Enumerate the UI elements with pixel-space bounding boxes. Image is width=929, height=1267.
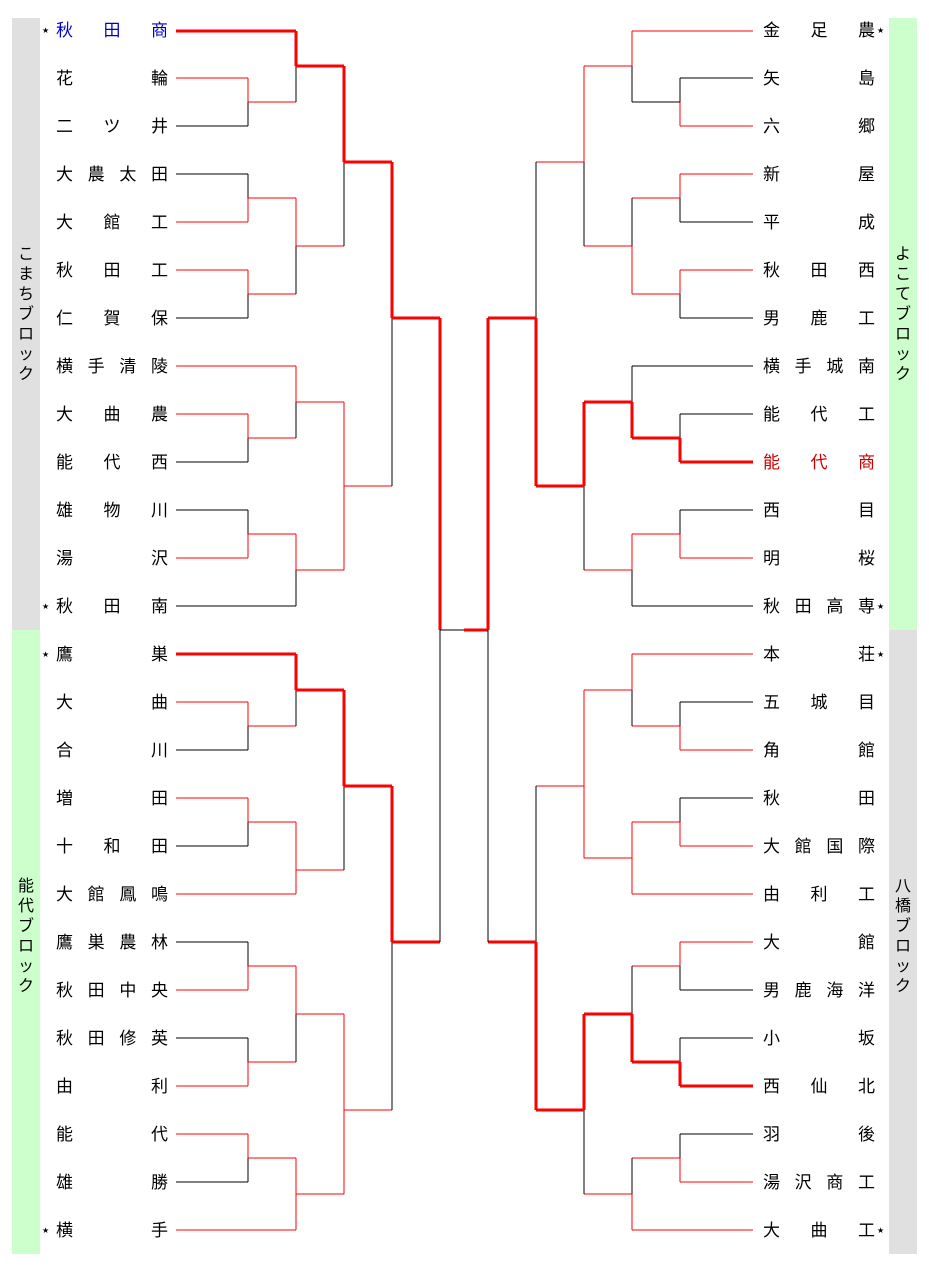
team-left: 湯沢 bbox=[56, 549, 168, 569]
team-left: 大館工 bbox=[56, 213, 168, 233]
team-right: 由利工 bbox=[763, 885, 875, 905]
team-left: 大曲 bbox=[56, 693, 168, 713]
team-left: 秋田修英 bbox=[56, 1029, 168, 1049]
team-right: 男鹿海洋 bbox=[763, 981, 875, 1001]
noshiro-block-band bbox=[12, 630, 40, 1254]
team-left: 鷹巣農林 bbox=[56, 933, 168, 953]
team-left: 大農太田 bbox=[56, 165, 168, 185]
team-left: 秋田工 bbox=[56, 261, 168, 281]
team-right: 本荘 bbox=[763, 645, 875, 665]
team-right: 五城目 bbox=[763, 693, 875, 713]
seed-star-icon: ★ bbox=[877, 602, 885, 611]
team-right: 大曲工 bbox=[763, 1221, 875, 1241]
seed-star-icon: ★ bbox=[42, 26, 50, 35]
yabase-block-band bbox=[889, 630, 917, 1254]
team-right: 大館国際 bbox=[763, 837, 875, 857]
team-right: 金足農 bbox=[763, 21, 875, 41]
team-left: 鷹巣 bbox=[56, 645, 168, 665]
team-left: 大館鳳鳴 bbox=[56, 885, 168, 905]
team-right: 能代商 bbox=[763, 453, 875, 473]
team-left: 合川 bbox=[56, 741, 168, 761]
seed-star-icon: ★ bbox=[42, 602, 50, 611]
team-left: 大曲農 bbox=[56, 405, 168, 425]
team-right: 角館 bbox=[763, 741, 875, 761]
block-label-komachi: こまちブロック bbox=[17, 244, 34, 383]
seed-star-icon: ★ bbox=[877, 650, 885, 659]
team-right: 湯沢商工 bbox=[763, 1173, 875, 1193]
seed-star-icon: ★ bbox=[42, 650, 50, 659]
team-right: 秋田高専 bbox=[763, 597, 875, 617]
team-right: 横手城南 bbox=[763, 357, 875, 377]
team-right: 小坂 bbox=[763, 1029, 875, 1049]
team-left: 横手 bbox=[56, 1221, 168, 1241]
team-left: 十和田 bbox=[56, 837, 168, 857]
team-right: 矢島 bbox=[763, 69, 875, 89]
block-label-noshiro: 能代ブロック bbox=[17, 876, 34, 995]
team-right: 新屋 bbox=[763, 165, 875, 185]
team-left: 秋田南 bbox=[56, 597, 168, 617]
team-left: 能代 bbox=[56, 1125, 168, 1145]
seed-star-icon: ★ bbox=[42, 1226, 50, 1235]
team-left: 横手清陵 bbox=[56, 357, 168, 377]
team-right: 羽後 bbox=[763, 1125, 875, 1145]
team-right: 能代工 bbox=[763, 405, 875, 425]
team-left: 雄勝 bbox=[56, 1173, 168, 1193]
team-right: 六郷 bbox=[763, 117, 875, 137]
team-left: 二ツ井 bbox=[56, 117, 168, 137]
team-right: 秋田西 bbox=[763, 261, 875, 281]
team-left: 秋田商 bbox=[56, 21, 168, 41]
team-right: 大館 bbox=[763, 933, 875, 953]
team-right: 西目 bbox=[763, 501, 875, 521]
team-left: 増田 bbox=[56, 789, 168, 809]
block-label-yabase: 八橋ブロック bbox=[894, 876, 911, 995]
team-left: 仁賀保 bbox=[56, 309, 168, 329]
komachi-block-band bbox=[12, 18, 40, 630]
seed-star-icon: ★ bbox=[877, 26, 885, 35]
yokote-block-band bbox=[889, 18, 917, 630]
team-right: 秋田 bbox=[763, 789, 875, 809]
team-left: 花輪 bbox=[56, 69, 168, 89]
team-left: 能代西 bbox=[56, 453, 168, 473]
seed-star-icon: ★ bbox=[877, 1226, 885, 1235]
team-right: 男鹿工 bbox=[763, 309, 875, 329]
team-right: 平成 bbox=[763, 213, 875, 233]
team-right: 西仙北 bbox=[763, 1077, 875, 1097]
block-label-yokote: よこてブロック bbox=[894, 244, 911, 383]
team-right: 明桜 bbox=[763, 549, 875, 569]
team-left: 由利 bbox=[56, 1077, 168, 1097]
team-left: 雄物川 bbox=[56, 501, 168, 521]
team-left: 秋田中央 bbox=[56, 981, 168, 1001]
